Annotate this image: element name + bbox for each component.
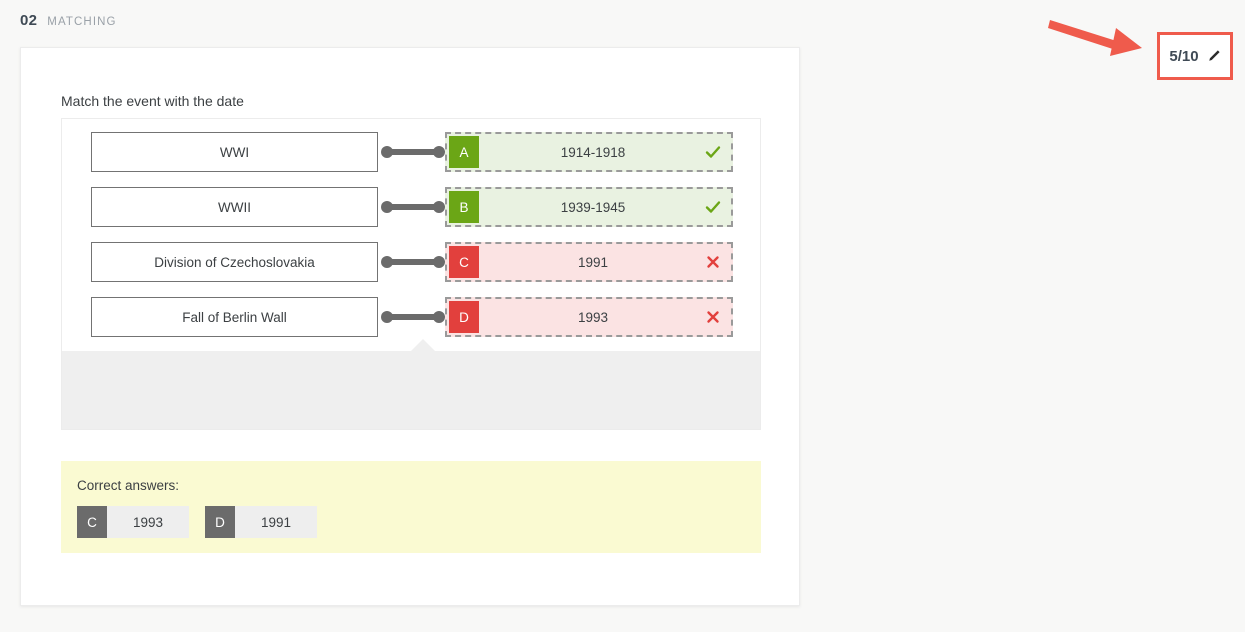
- answer-value: 1914-1918: [560, 144, 626, 160]
- answer-slot[interactable]: D 1993: [445, 297, 733, 337]
- answer-letter-badge: A: [449, 136, 479, 168]
- list-item: D 1991: [205, 506, 317, 538]
- answer-slot[interactable]: B 1939-1945: [445, 187, 733, 227]
- list-item: C 1993: [77, 506, 189, 538]
- drop-area-pointer-icon: [411, 339, 435, 351]
- table-row: WWII B 1939-1945: [62, 187, 760, 227]
- connector-dot-right: [433, 311, 445, 323]
- connector-bar: [386, 149, 438, 155]
- connector-line: [378, 242, 445, 282]
- connector-bar: [386, 259, 438, 265]
- answer-letter-badge: B: [449, 191, 479, 223]
- connector-line: [378, 297, 445, 337]
- correct-answers-panel: Correct answers: C 1993 D 1991: [61, 461, 761, 553]
- score-badge[interactable]: 5/10: [1157, 32, 1233, 80]
- correct-answer-letter: D: [205, 506, 235, 538]
- matching-rows: WWI A 1914-1918 WW: [62, 119, 760, 351]
- answer-slot[interactable]: A 1914-1918: [445, 132, 733, 172]
- question-header: 02 MATCHING: [20, 12, 117, 29]
- cross-icon: [705, 309, 721, 325]
- table-row: WWI A 1914-1918: [62, 132, 760, 172]
- connector-dot-right: [433, 201, 445, 213]
- check-icon: [705, 144, 721, 160]
- event-box[interactable]: Fall of Berlin Wall: [91, 297, 378, 337]
- cross-icon: [705, 254, 721, 270]
- question-prompt: Match the event with the date: [61, 93, 244, 109]
- connector-dot-right: [433, 256, 445, 268]
- question-card: Match the event with the date WWI A 1914…: [20, 47, 800, 606]
- event-box[interactable]: WWII: [91, 187, 378, 227]
- arrow-right-icon: [1048, 14, 1152, 58]
- connector-dot-right: [433, 146, 445, 158]
- correct-answer-value: 1991: [235, 506, 317, 538]
- connector-bar: [386, 204, 438, 210]
- answer-value: 1991: [577, 254, 609, 270]
- event-box[interactable]: WWI: [91, 132, 378, 172]
- connector-line: [378, 187, 445, 227]
- table-row: Division of Czechoslovakia C 1991: [62, 242, 760, 282]
- question-number: 02: [20, 12, 38, 29]
- correct-answers-list: C 1993 D 1991: [77, 506, 761, 538]
- pencil-icon[interactable]: [1207, 49, 1221, 63]
- question-type-label: MATCHING: [47, 16, 117, 28]
- correct-answer-letter: C: [77, 506, 107, 538]
- table-row: Fall of Berlin Wall D 1993: [62, 297, 760, 337]
- answer-drop-area[interactable]: [62, 339, 760, 429]
- score-value: 5/10: [1169, 47, 1199, 65]
- connector-bar: [386, 314, 438, 320]
- check-icon: [705, 199, 721, 215]
- correct-answer-value: 1993: [107, 506, 189, 538]
- answer-value: 1993: [577, 309, 609, 325]
- answer-letter-badge: C: [449, 246, 479, 278]
- answer-value: 1939-1945: [560, 199, 626, 215]
- matching-container: WWI A 1914-1918 WW: [61, 118, 761, 430]
- correct-answers-title: Correct answers:: [77, 478, 180, 493]
- answer-slot[interactable]: C 1991: [445, 242, 733, 282]
- answer-letter-badge: D: [449, 301, 479, 333]
- event-box[interactable]: Division of Czechoslovakia: [91, 242, 378, 282]
- connector-line: [378, 132, 445, 172]
